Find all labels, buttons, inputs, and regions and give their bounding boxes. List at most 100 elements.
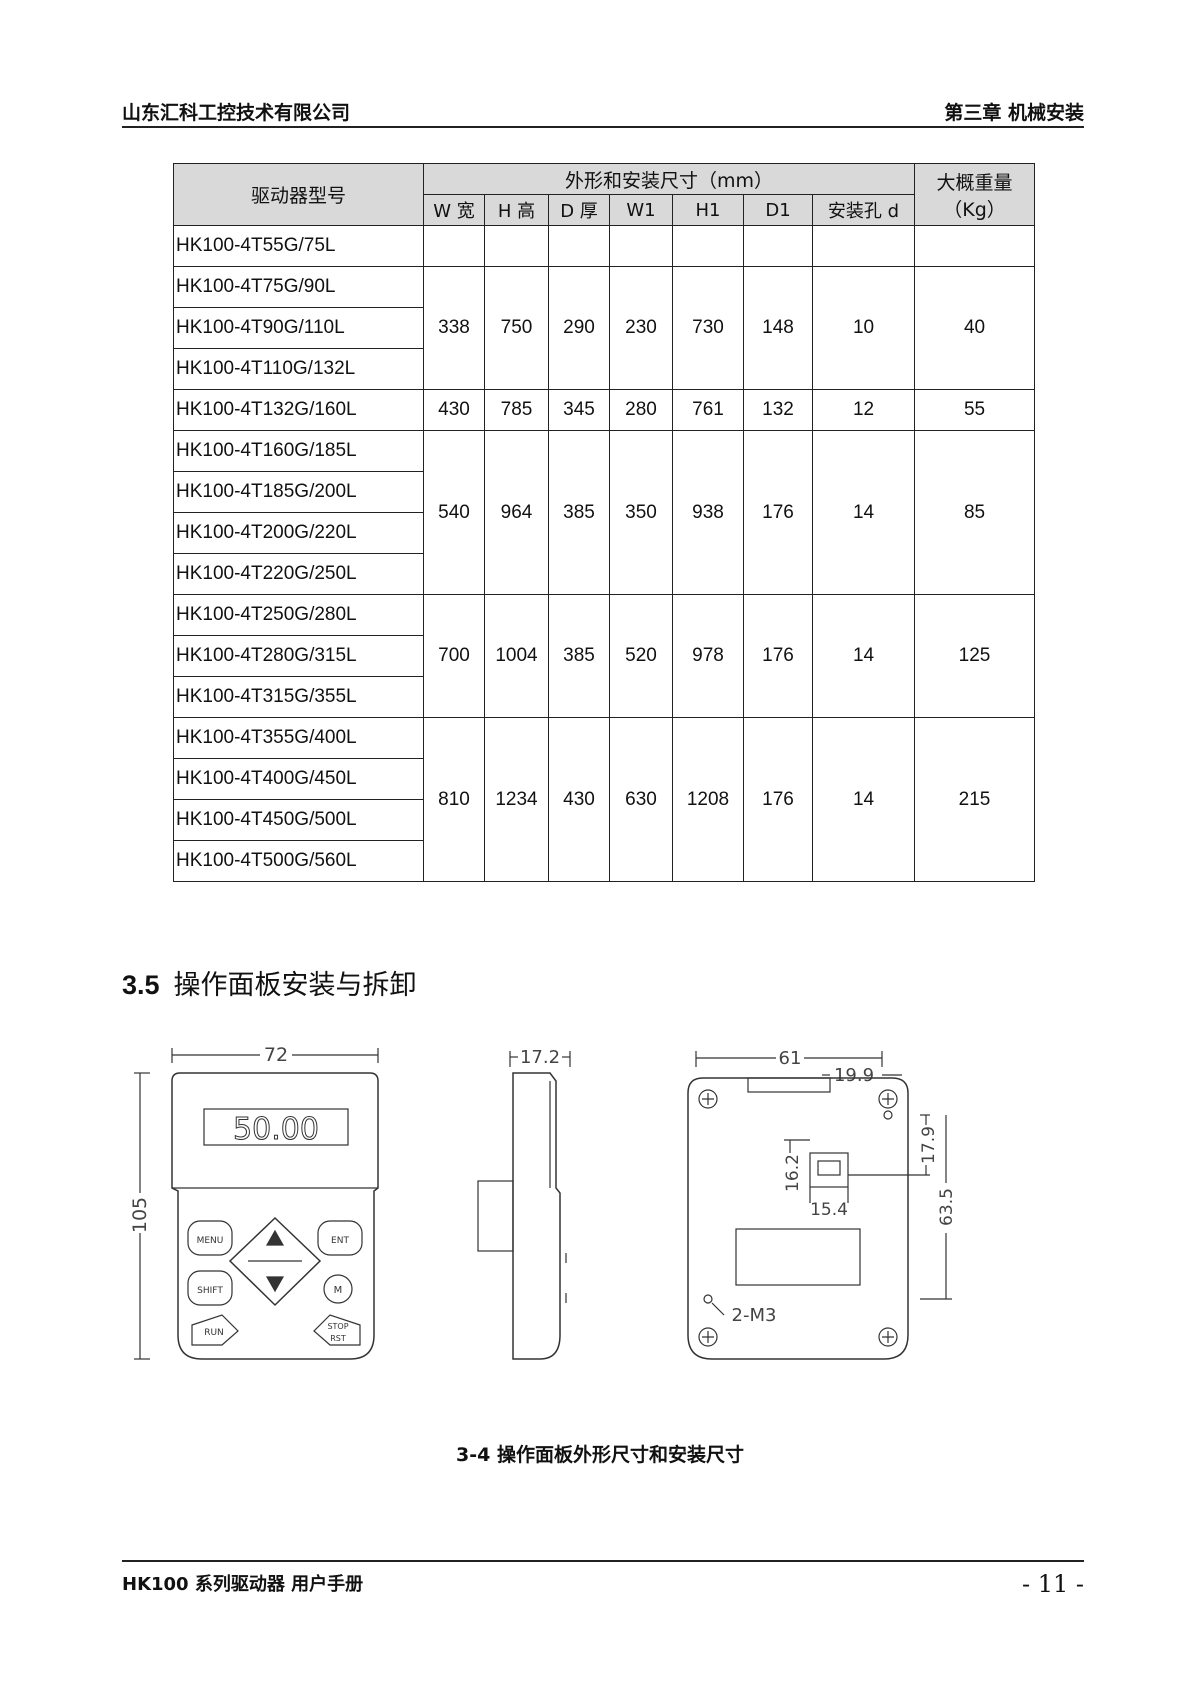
sub-header: W1: [609, 194, 673, 226]
dim-front-height: 105: [130, 1197, 151, 1233]
dimension-group-header: 外形和安装尺寸（mm）: [422, 163, 916, 195]
dim-back-width: 61: [779, 1048, 802, 1069]
model-cell: HK100-4T132G/160L: [173, 389, 424, 431]
table-row: HK100-4T110G/132L: [173, 348, 1035, 390]
table-row: HK100-4T280G/315L: [173, 635, 1035, 677]
dimension-cell: 176: [743, 717, 813, 882]
sub-header: W 宽: [423, 194, 485, 226]
key-m: M: [334, 1285, 343, 1296]
dim-back-h2: 63.5: [937, 1188, 957, 1226]
key-stop: STOP: [327, 1322, 348, 1331]
dimension-cell: 176: [743, 430, 813, 595]
dim-front-width: 72: [264, 1044, 288, 1066]
dimension-cell: 290: [548, 266, 610, 390]
dimension-cell: [609, 225, 673, 267]
dimension-cell: 14: [811, 594, 916, 718]
dimension-cell: 540: [423, 430, 485, 595]
table-row: HK100-4T55G/75L: [173, 225, 1036, 267]
dimension-cell: [672, 225, 744, 267]
dimension-cell: 520: [609, 594, 673, 718]
model-cell: HK100-4T160G/185L: [173, 430, 424, 472]
dimension-cell: 785: [484, 389, 549, 431]
dimension-cell: 964: [484, 430, 549, 595]
dimension-cell: 761: [672, 389, 744, 431]
side-view: 17.2: [477, 1047, 571, 1360]
dimension-cell: 12: [811, 389, 916, 431]
table-row: HK100-4T400G/450L: [173, 758, 1035, 800]
dimension-cell: 385: [548, 430, 610, 595]
dimension-cell: 750: [484, 266, 549, 390]
model-cell: HK100-4T110G/132L: [173, 348, 424, 390]
dimension-cell: 14: [811, 717, 916, 882]
model-cell: HK100-4T280G/315L: [173, 635, 424, 677]
table-row: HK100-4T90G/110L: [173, 307, 1035, 349]
weight-cell: 215: [914, 717, 1036, 882]
dimension-cell: 938: [672, 430, 744, 595]
model-cell: HK100-4T500G/560L: [173, 840, 424, 882]
page-number: - 11 -: [1021, 1570, 1084, 1598]
key-shift: SHIFT: [197, 1286, 223, 1296]
weight-cell: 125: [914, 594, 1036, 718]
model-cell: HK100-4T315G/355L: [173, 676, 424, 718]
chapter-title: 第三章 机械安装: [944, 102, 1084, 124]
sub-header: D1: [743, 194, 813, 226]
page-footer: HK100 系列驱动器 用户手册 - 11 -: [122, 1560, 1084, 1612]
key-run: RUN: [204, 1328, 224, 1338]
dimension-cell: [811, 225, 916, 267]
dim-holes: 2-M3: [732, 1305, 777, 1326]
dimension-cell: 630: [609, 717, 673, 882]
table-row: HK100-4T220G/250L: [173, 553, 1035, 595]
weight-header: 大概重量（Kg）: [914, 163, 1036, 226]
dimension-cell: 700: [423, 594, 485, 718]
dimension-cell: 430: [548, 717, 610, 882]
dimension-cell: 14: [811, 430, 916, 595]
table-row: HK100-4T315G/355L: [173, 676, 1035, 718]
dimension-cell: [743, 225, 813, 267]
sub-header: H 高: [484, 194, 549, 226]
weight-cell: 55: [914, 389, 1036, 431]
back-view: 61 19.9 16.2 15.4 17.9 63.5 2-M3: [687, 1048, 957, 1360]
table-row: HK100-4T200G/220L: [173, 512, 1035, 554]
key-ent: ENT: [331, 1236, 349, 1246]
dimension-cell: 176: [743, 594, 813, 718]
key-rst: RST: [330, 1334, 346, 1343]
table-row: HK100-4T450G/500L: [173, 799, 1035, 841]
panel-display-value: 50.00: [233, 1112, 319, 1147]
dimension-cell: [423, 225, 485, 267]
dimension-cell: 810: [423, 717, 485, 882]
dim-side-depth: 17.2: [520, 1047, 560, 1068]
model-cell: HK100-4T200G/220L: [173, 512, 424, 554]
dim-back-offset: 19.9: [834, 1065, 874, 1086]
dim-port-height: 16.2: [783, 1154, 803, 1192]
dimension-cell: [484, 225, 549, 267]
model-cell: HK100-4T185G/200L: [173, 471, 424, 513]
dimension-cell: 1208: [672, 717, 744, 882]
sub-header: 安装孔 d: [811, 194, 916, 226]
weight-cell: 85: [914, 430, 1036, 595]
model-cell: HK100-4T355G/400L: [173, 717, 424, 759]
model-cell: HK100-4T450G/500L: [173, 799, 424, 841]
dimension-cell: 385: [548, 594, 610, 718]
model-cell: HK100-4T400G/450L: [173, 758, 424, 800]
sub-header: H1: [672, 194, 744, 226]
dimension-cell: [548, 225, 610, 267]
dimension-cell: 350: [609, 430, 673, 595]
model-cell: HK100-4T90G/110L: [173, 307, 424, 349]
dimension-cell: 10: [811, 266, 916, 390]
dimension-cell: 338: [423, 266, 485, 390]
dimension-cell: 978: [672, 594, 744, 718]
dim-back-h1: 17.9: [919, 1126, 939, 1164]
dimension-cell: 280: [609, 389, 673, 431]
model-cell: HK100-4T220G/250L: [173, 553, 424, 595]
model-cell: HK100-4T75G/90L: [173, 266, 424, 308]
page-header: 山东汇科工控技术有限公司 第三章 机械安装: [122, 92, 1084, 128]
dimension-cell: 345: [548, 389, 610, 431]
key-menu: MENU: [197, 1236, 224, 1246]
dimension-table: 驱动器型号 外形和安装尺寸（mm） 大概重量（Kg） W 宽 H 高 D 厚 W…: [173, 163, 1036, 882]
weight-cell: [914, 225, 1036, 267]
dimension-cell: 430: [423, 389, 485, 431]
